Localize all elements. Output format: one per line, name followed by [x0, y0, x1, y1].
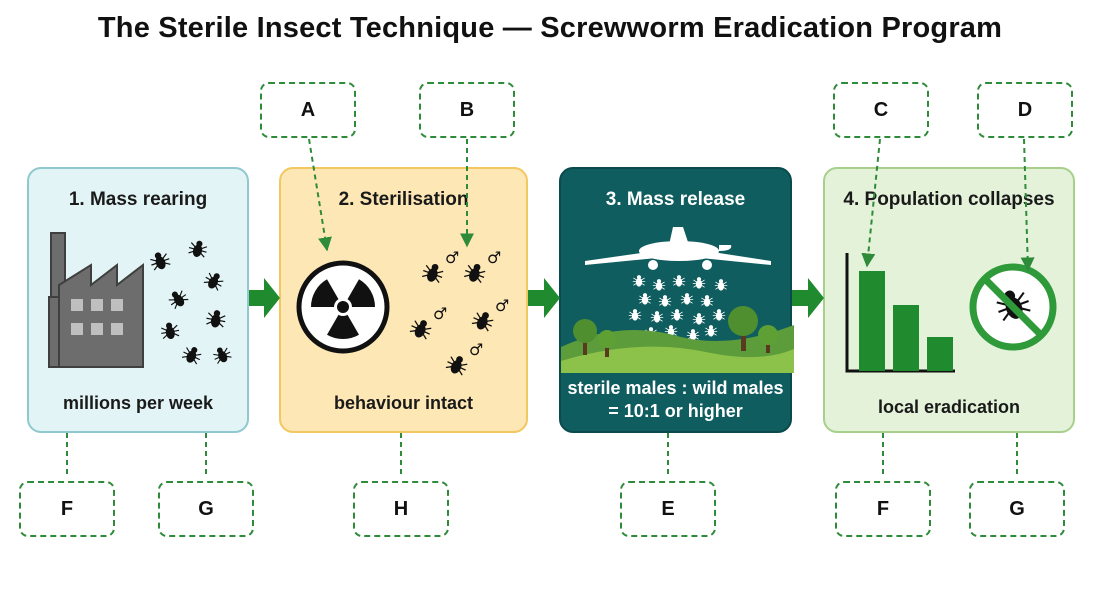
fly-icon [203, 272, 224, 291]
panel-sterilisation: 2. Sterilisation ♂ ♂ ♂ ♂ [279, 167, 528, 433]
male-symbol: ♂ [469, 340, 483, 359]
label-box-h: H [353, 481, 449, 537]
label-box-a: A [260, 82, 356, 138]
panel-title-mass-rearing: 1. Mass rearing [68, 189, 208, 210]
fly-icon [421, 263, 444, 284]
population-collapse-illustration [845, 253, 1057, 373]
page-title: The Sterile Insect Technique — Screwworm… [97, 12, 1003, 44]
fly-icon [692, 277, 706, 289]
fly-icon [445, 356, 468, 376]
caption-mass-release-line2: = 10:1 or higher [608, 401, 743, 421]
panel-mass-release: 3. Mass release [559, 167, 794, 433]
bar-high [859, 271, 885, 371]
airplane-icon [585, 227, 771, 270]
panel-title-mass-release: 3. Mass release [605, 189, 746, 210]
landscape [561, 306, 794, 373]
factory-icon [48, 232, 144, 368]
panel-population-collapses: 4. Population collapses local eradicatio… [823, 167, 1075, 433]
fly-icon [632, 275, 646, 287]
panel-title-sterilisation: 2. Sterilisation [338, 189, 469, 210]
mass-rearing-illustration [48, 232, 232, 368]
fly-icon [638, 293, 652, 305]
arrow-right-icon [249, 278, 280, 318]
fly-icon [213, 347, 232, 364]
tree-icon [728, 306, 758, 351]
fly-icon [206, 310, 226, 328]
fly-icon [188, 240, 208, 258]
fly-icon [463, 263, 486, 284]
fly-icon [692, 313, 706, 325]
fly-icon [670, 309, 684, 321]
fly-icon [680, 293, 694, 305]
label-box-f-right: F [835, 481, 931, 537]
fly-icon [181, 347, 202, 365]
label-box-d: D [977, 82, 1073, 138]
fly-icon [471, 312, 494, 332]
fly-icon [628, 309, 642, 321]
tree-icon [573, 319, 597, 355]
fly-icon [714, 279, 728, 291]
caption-sterilisation: behaviour intact [333, 393, 474, 413]
fly-icon [700, 295, 714, 307]
fly-icon [672, 275, 686, 287]
fly-swarm [150, 240, 232, 365]
tree-icon [758, 325, 778, 353]
arrow-right-icon [792, 278, 824, 318]
arrow-right-icon [528, 278, 560, 318]
label-box-e: E [620, 481, 716, 537]
tree-icon [598, 330, 616, 357]
fly-icon [150, 252, 171, 271]
caption-mass-rearing: millions per week [62, 393, 214, 413]
label-box-f-left: F [19, 481, 115, 537]
fly-icon [168, 290, 189, 310]
radiation-icon [296, 260, 390, 354]
label-box-g-right: G [969, 481, 1065, 537]
caption-mass-release-line1: sterile males : wild males [567, 378, 784, 398]
label-box-c: C [833, 82, 929, 138]
male-symbol: ♂ [487, 248, 501, 267]
panel-title-population-collapses: 4. Population collapses [843, 189, 1055, 210]
fly-icon [712, 309, 726, 321]
released-flies [628, 275, 728, 341]
sterilisation-illustration: ♂ ♂ ♂ ♂ ♂ [296, 248, 509, 376]
sterile-male-flies: ♂ ♂ ♂ ♂ ♂ [409, 248, 509, 376]
panel-mass-rearing: 1. Mass rearing [27, 167, 249, 433]
fly-icon [650, 311, 664, 323]
fly-icon [686, 329, 700, 341]
male-symbol: ♂ [445, 248, 459, 267]
fly-icon [652, 279, 666, 291]
label-box-g-left: G [158, 481, 254, 537]
fly-icon [704, 325, 718, 337]
bar-medium [893, 305, 919, 371]
fly-icon [658, 295, 672, 307]
label-box-b: B [419, 82, 515, 138]
fly-icon [409, 320, 432, 340]
caption-population-collapses: local eradication [877, 397, 1021, 417]
mass-release-illustration [561, 227, 794, 373]
bar-low [927, 337, 953, 371]
bar-chart-icon [845, 253, 955, 373]
male-symbol: ♂ [433, 304, 447, 323]
male-symbol: ♂ [495, 296, 509, 315]
no-fly-icon [969, 263, 1057, 351]
fly-icon [161, 322, 180, 340]
